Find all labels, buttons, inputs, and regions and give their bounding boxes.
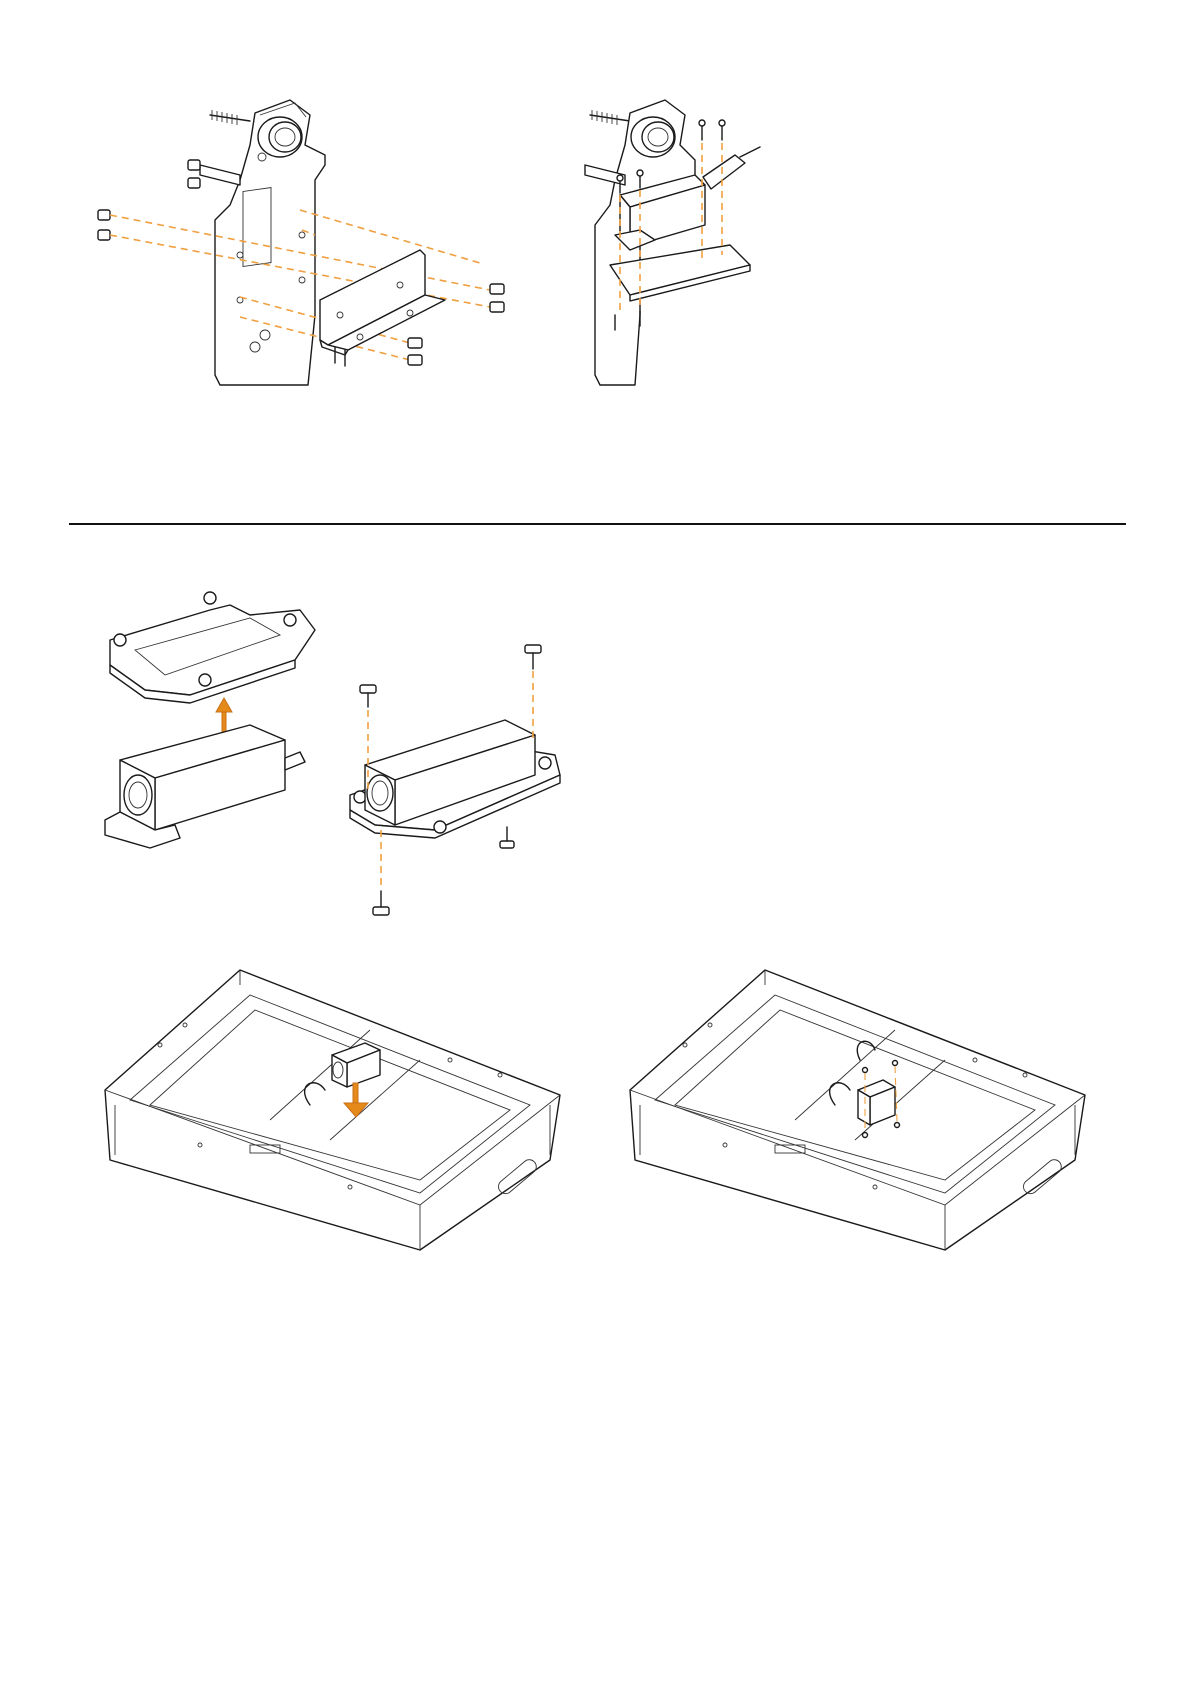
- figure-bracket-plate-exploded: [90, 85, 550, 405]
- figure-device-fastened-plate: [345, 625, 565, 925]
- device-box-icon: [105, 725, 305, 848]
- bracket-plate-drawing: [90, 85, 550, 405]
- device-lift-drawing: [100, 590, 320, 870]
- figure-device-into-frame: [100, 965, 565, 1255]
- frame-installed-drawing: [625, 965, 1090, 1255]
- figure-device-on-bracket: [585, 85, 805, 405]
- guide-pin-icon: [200, 165, 240, 185]
- adapter-plate-icon: [110, 592, 315, 703]
- threaded-stud-icon: [590, 115, 630, 121]
- frame-install-drawing: [100, 965, 565, 1255]
- cable-gland-icon: [703, 155, 745, 189]
- section-divider: [69, 523, 1126, 525]
- figure-device-lift-plate: [100, 590, 320, 870]
- device-bracket-drawing: [585, 85, 805, 405]
- figure-device-installed-frame: [625, 965, 1090, 1255]
- nut-icon: [98, 160, 200, 240]
- threaded-stud-icon: [210, 110, 250, 125]
- boss-cylinder-icon: [258, 117, 302, 157]
- frame-icon: [105, 970, 560, 1250]
- l-bracket-icon: [320, 250, 445, 366]
- device-fastened-drawing: [345, 625, 565, 925]
